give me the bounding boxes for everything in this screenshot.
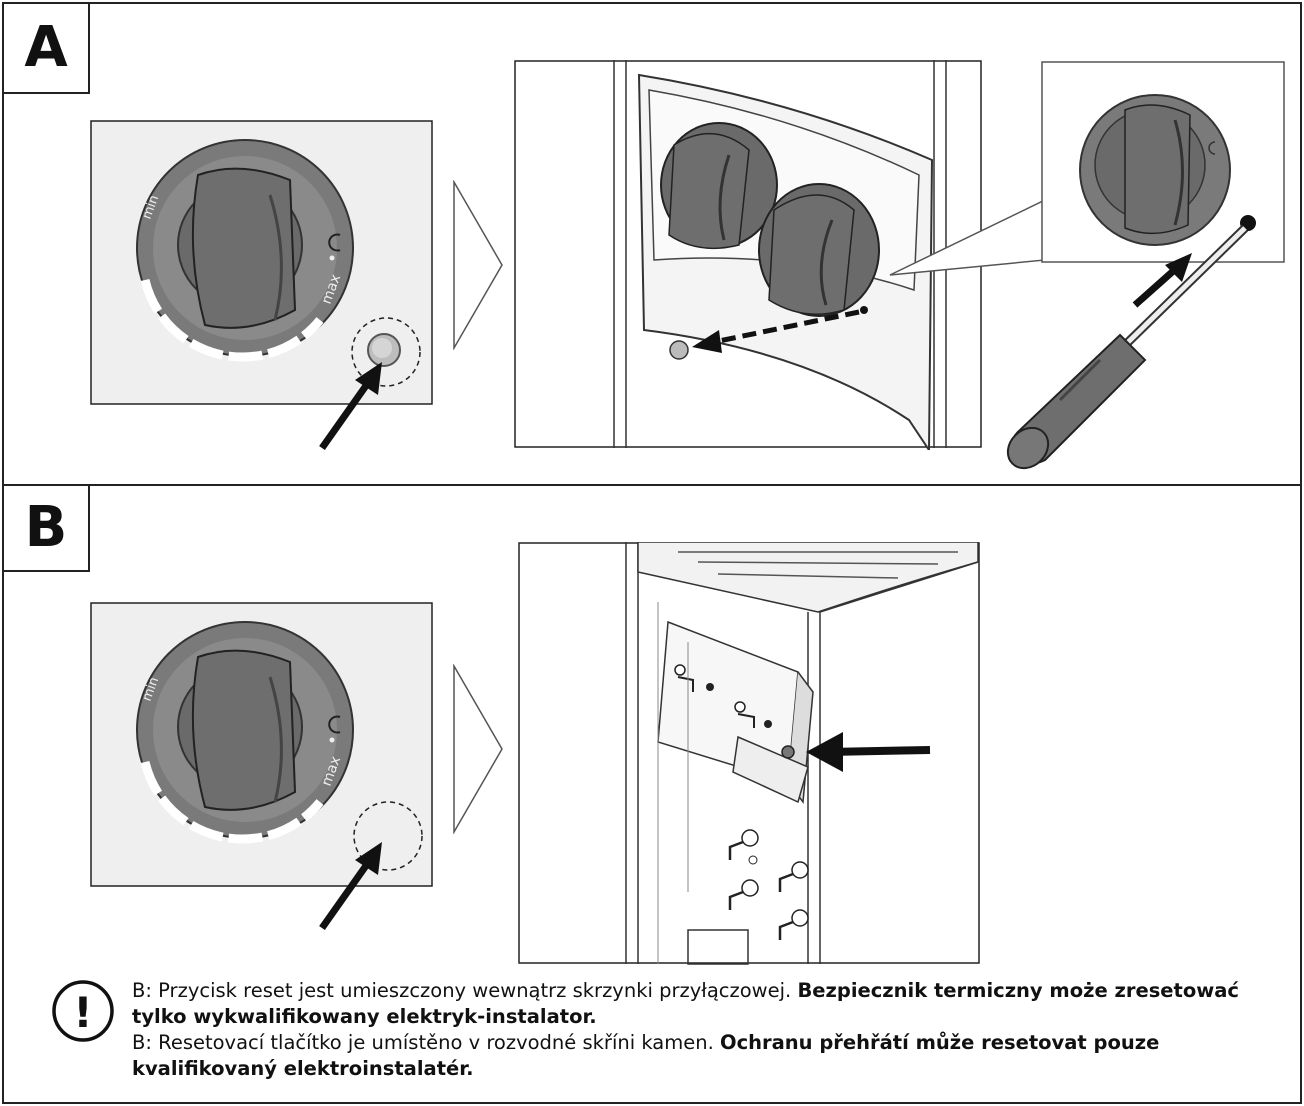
chevron-right-icon (453, 180, 503, 350)
arrow-pointer-icon-b (319, 842, 382, 931)
note-pl-bold: Bezpiecznik termiczny może zresetować ty… (132, 979, 1239, 1028)
warning-symbol: ! (73, 988, 92, 1037)
zoom-callout-a (889, 61, 1285, 470)
note-pl-text: B: Przycisk reset jest umieszczony wewną… (132, 979, 792, 1002)
note-line-1: B: Przycisk reset jest umieszczony wewną… (132, 978, 1292, 1030)
chevron-right-icon-b (453, 664, 503, 834)
dial-illustration-b: min max (90, 602, 433, 887)
panel-b-frame (2, 484, 1302, 1104)
panel-b-label: B (4, 486, 90, 572)
arrow-pointer-icon (319, 362, 382, 451)
screwdriver-icon (1006, 215, 1256, 470)
stove-control-illustration-a (514, 60, 982, 450)
note-cs-bold: Ochranu přehřátí může resetovat pouze kv… (132, 1031, 1160, 1080)
exclamation-circle-icon: ! (52, 980, 114, 1042)
warning-note: B: Przycisk reset jest umieszczony wewną… (132, 978, 1292, 1082)
note-line-2: B: Resetovací tlačítko je umístěno v roz… (132, 1030, 1292, 1082)
note-cs-text: B: Resetovací tlačítko je umístěno v roz… (132, 1031, 714, 1054)
panel-a-label: A (4, 4, 90, 94)
dial-illustration-a: min max (90, 120, 433, 405)
junction-box-illustration-b (518, 542, 980, 965)
